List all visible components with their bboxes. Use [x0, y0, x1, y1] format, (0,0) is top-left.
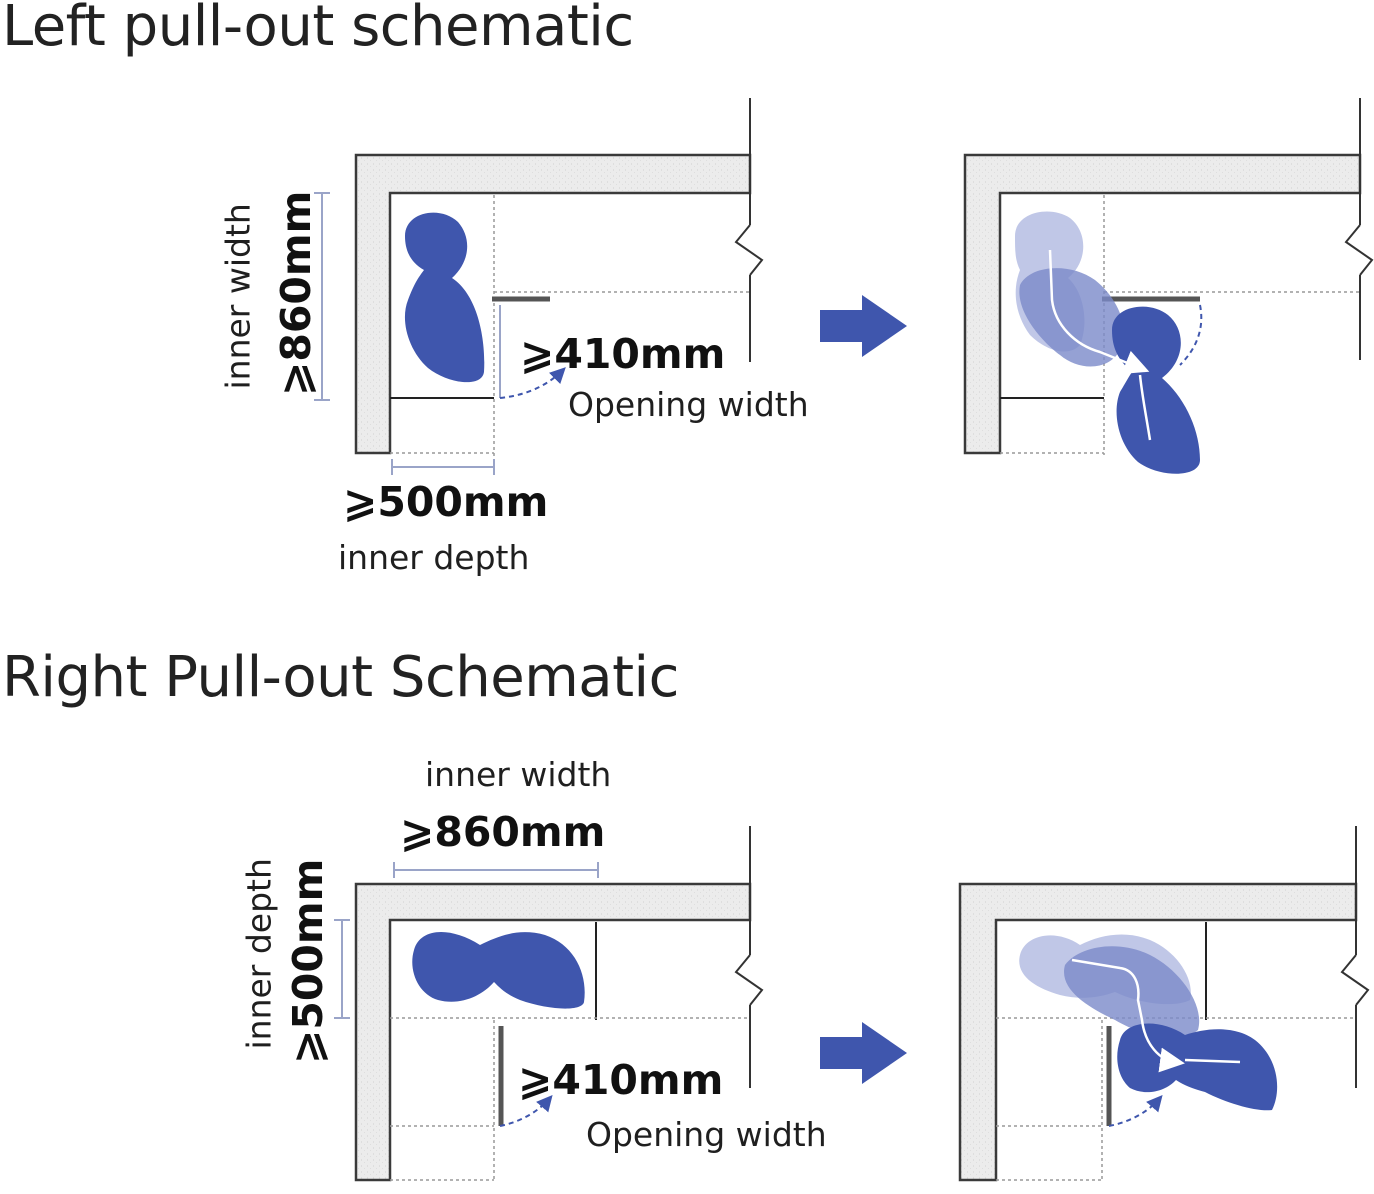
inner-depth-value: ⩾500mm	[343, 478, 549, 526]
left-pullout-cabinet-extended	[963, 98, 1374, 474]
inner-depth-label: inner depth	[338, 538, 530, 577]
opening-width-value: ⩾410mm	[520, 330, 726, 378]
basket-shape	[412, 932, 585, 1009]
basket-shape	[1117, 1023, 1278, 1111]
left-section-title: Left pull-out schematic	[2, 0, 634, 59]
inner-depth-label: inner depth	[239, 858, 279, 1050]
right-section-title: Right Pull-out Schematic	[2, 645, 679, 710]
basket-shape	[404, 212, 485, 383]
inner-width-label: inner width	[425, 755, 612, 794]
transition-arrow-icon	[820, 295, 907, 357]
opening-width-label: Opening width	[568, 385, 809, 424]
transition-arrow-icon	[820, 1022, 907, 1084]
inner-width-value: ⩾860mm	[272, 190, 320, 396]
right-pullout-cabinet-extended	[958, 826, 1370, 1182]
inner-width-value: ⩾860mm	[400, 808, 606, 856]
basket-shape	[1112, 306, 1200, 474]
left-pullout-cabinet-initial	[314, 98, 764, 475]
right-pullout-cabinet-initial	[334, 826, 764, 1182]
inner-depth-value: ⩾500mm	[284, 858, 332, 1064]
opening-width-value: ⩾410mm	[518, 1056, 724, 1104]
opening-width-label: Opening width	[586, 1115, 827, 1154]
inner-width-label: inner width	[218, 203, 258, 390]
